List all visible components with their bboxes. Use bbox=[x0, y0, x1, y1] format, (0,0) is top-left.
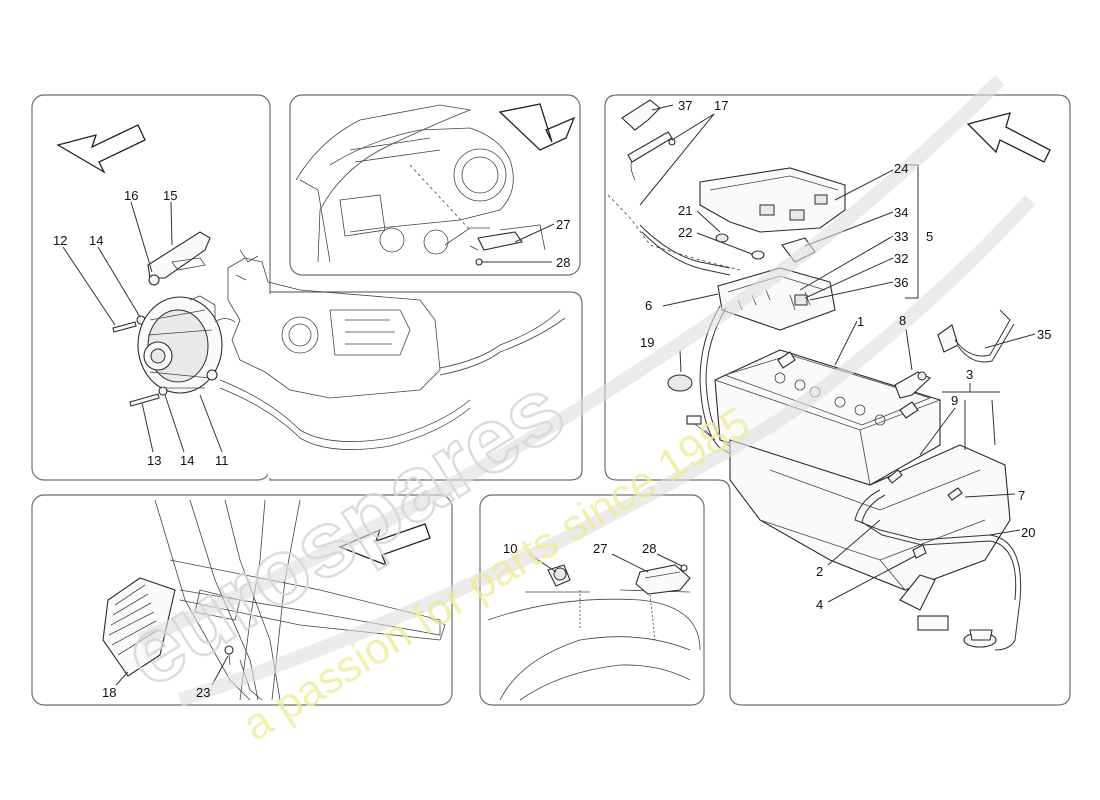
callout-label: 19 bbox=[640, 335, 654, 350]
callout-label: 17 bbox=[714, 98, 728, 113]
callout-label: 18 bbox=[102, 685, 116, 700]
callout-label: 8 bbox=[899, 313, 906, 328]
callout-label: 13 bbox=[147, 453, 161, 468]
callout-label: 10 bbox=[503, 541, 517, 556]
callout-label: 6 bbox=[645, 298, 652, 313]
callout-label: 20 bbox=[1021, 525, 1035, 540]
alternator-drawing bbox=[112, 231, 566, 450]
callout-label: 5 bbox=[926, 229, 933, 244]
callout-label: 27 bbox=[593, 541, 607, 556]
callout-label: 14 bbox=[89, 233, 103, 248]
callout-label: 7 bbox=[1018, 488, 1025, 503]
callout-label: 33 bbox=[894, 229, 908, 244]
callout-label: 2 bbox=[816, 564, 823, 579]
callout-label: 21 bbox=[678, 203, 692, 218]
callout-label: 23 bbox=[196, 685, 210, 700]
engine-bay-drawing bbox=[295, 104, 546, 266]
callout-label: 36 bbox=[894, 275, 908, 290]
direction-arrow-icon bbox=[498, 103, 576, 151]
callout-label: 16 bbox=[124, 188, 138, 203]
leader-lines bbox=[62, 104, 1036, 686]
callout-label: 35 bbox=[1037, 327, 1051, 342]
direction-arrow-icon bbox=[56, 124, 146, 174]
callout-label: 15 bbox=[163, 188, 177, 203]
callout-label: 12 bbox=[53, 233, 67, 248]
callout-label: 24 bbox=[894, 161, 908, 176]
callout-label: 27 bbox=[556, 217, 570, 232]
callout-label: 28 bbox=[642, 541, 656, 556]
callout-label: 37 bbox=[678, 98, 692, 113]
panel-alternator bbox=[31, 94, 583, 481]
callout-label: 28 bbox=[556, 255, 570, 270]
trunk-drawing bbox=[487, 564, 701, 701]
callout-label: 14 bbox=[180, 453, 194, 468]
callout-label: 3 bbox=[966, 367, 973, 382]
callouts-trunk: 10 27 28 bbox=[503, 541, 656, 556]
callouts-engine-bay: 27 28 bbox=[556, 217, 570, 270]
callout-label: 22 bbox=[678, 225, 692, 240]
callout-label: 11 bbox=[215, 453, 229, 468]
direction-arrow-icon bbox=[966, 112, 1051, 163]
callout-label: 4 bbox=[816, 597, 823, 612]
callout-label: 1 bbox=[857, 314, 864, 329]
callouts-alternator: 16 15 12 14 14 13 11 bbox=[53, 188, 229, 468]
callout-label: 34 bbox=[894, 205, 908, 220]
callout-label: 9 bbox=[951, 393, 958, 408]
callouts-battery: 37 17 24 21 22 34 33 32 36 5 6 1 8 35 19… bbox=[640, 98, 1051, 612]
callout-label: 32 bbox=[894, 251, 908, 266]
callouts-crossmember: 18 23 bbox=[102, 685, 210, 700]
